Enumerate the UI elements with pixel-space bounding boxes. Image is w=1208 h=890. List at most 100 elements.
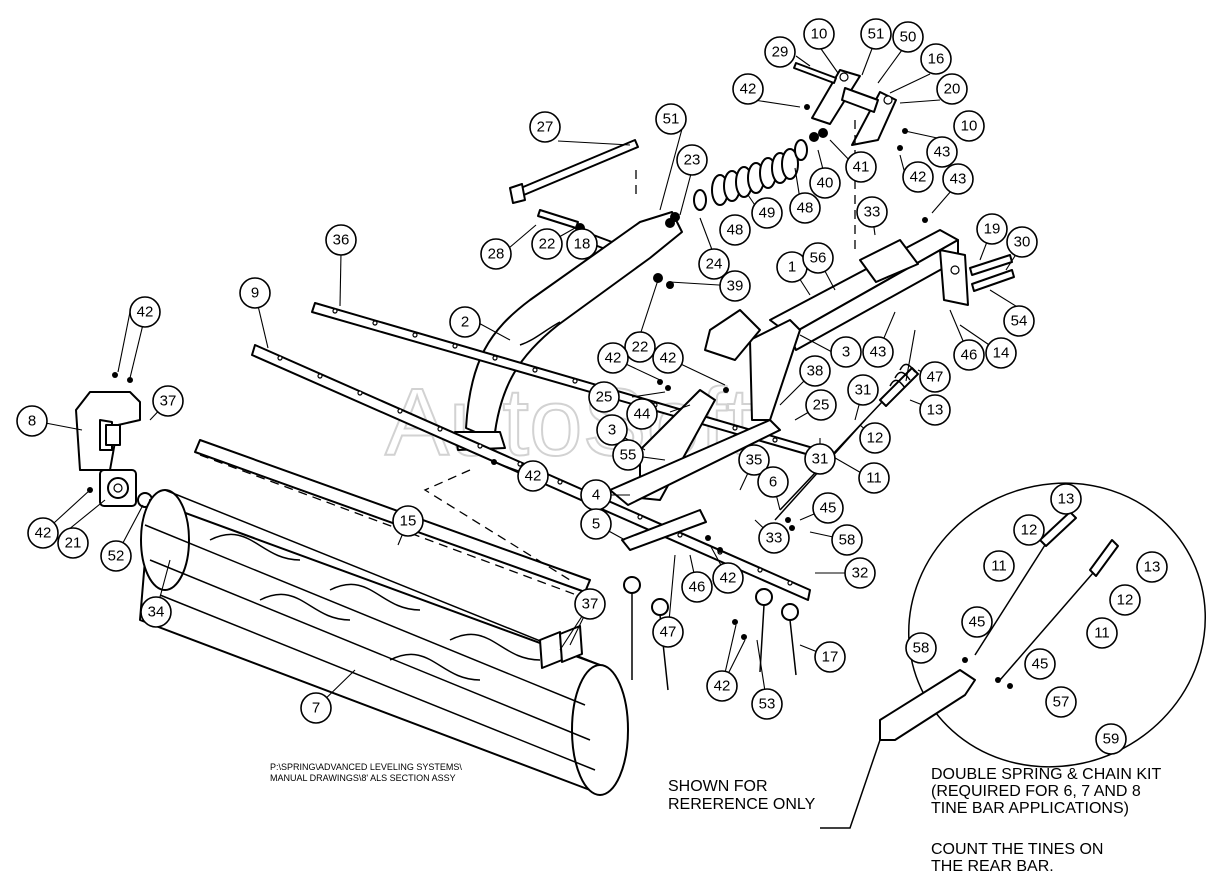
callout-9: 9: [239, 277, 271, 309]
callout-22-b: 22: [624, 331, 656, 363]
reference-note: SHOWN FOR RERERENCE ONLY: [668, 778, 816, 813]
callout-19: 19: [976, 213, 1008, 245]
callout-label: 18: [574, 236, 591, 253]
callout-58: 58: [831, 524, 863, 556]
callout-27: 27: [529, 111, 561, 143]
callout-45-c: 45: [1024, 648, 1056, 680]
callout-55: 55: [612, 439, 644, 471]
callout-51-b: 51: [655, 103, 687, 135]
callout-44: 44: [626, 398, 658, 430]
callout-label: 25: [813, 397, 830, 414]
callout-31-b: 31: [804, 443, 836, 475]
callout-label: 33: [766, 530, 783, 547]
callout-43-c: 43: [862, 336, 894, 368]
callout-label: 42: [660, 350, 677, 367]
callout-42-i: 42: [706, 670, 738, 702]
callout-label: 43: [934, 144, 951, 161]
fasteners: [87, 104, 1013, 689]
callout-label: 3: [842, 344, 850, 361]
callout-label: 1: [788, 259, 796, 276]
callout-label: 37: [582, 596, 599, 613]
callout-12-c: 12: [1109, 584, 1141, 616]
callout-11-b: 11: [983, 550, 1015, 582]
part-8-end-plate: [75, 391, 141, 471]
callout-3: 3: [830, 336, 862, 368]
drawing-artwork: AutoSoft: [34, 45, 1207, 829]
callout-3-b: 3: [596, 414, 628, 446]
callout-4: 4: [580, 479, 612, 511]
callout-label: 47: [660, 624, 677, 641]
callout-label: 21: [65, 535, 82, 552]
callout-label: 42: [137, 304, 154, 321]
callout-13-b: 13: [1050, 483, 1082, 515]
callout-7: 7: [300, 692, 332, 724]
callout-17: 17: [814, 641, 846, 673]
callout-47-b: 47: [652, 616, 684, 648]
callout-42-h: 42: [712, 562, 744, 594]
callout-label: 37: [160, 393, 177, 410]
callout-label: 22: [539, 236, 556, 253]
callout-48: 48: [789, 192, 821, 224]
part-48-washer: [693, 189, 707, 211]
callout-30: 30: [1006, 226, 1038, 258]
callout-49: 49: [751, 197, 783, 229]
callout-46: 46: [953, 339, 985, 371]
callout-label: 9: [251, 285, 259, 302]
callout-label: 57: [1053, 694, 1070, 711]
count-note: COUNT THE TINES ON THE REAR BAR.: [931, 841, 1104, 875]
callout-47: 47: [919, 361, 951, 393]
callout-33: 33: [856, 196, 888, 228]
callout-10: 10: [803, 18, 835, 50]
callout-label: 15: [400, 513, 417, 530]
callout-40: 40: [809, 167, 841, 199]
callout-label: 42: [525, 468, 542, 485]
callout-29: 29: [764, 36, 796, 68]
callout-22: 22: [531, 228, 563, 260]
callout-label: 58: [913, 640, 930, 657]
part-49-spring: [711, 148, 799, 206]
callout-48-b: 48: [719, 214, 751, 246]
callout-34: 34: [140, 596, 172, 628]
callout-label: 10: [961, 118, 978, 135]
callout-28: 28: [480, 238, 512, 270]
callout-56: 56: [802, 242, 834, 274]
callout-label: 34: [148, 604, 165, 621]
callout-42: 42: [732, 73, 764, 105]
callout-25-b: 25: [805, 389, 837, 421]
callout-5: 5: [580, 508, 612, 540]
callout-15: 15: [392, 505, 424, 537]
part-7-reel: [139, 489, 629, 796]
callout-2: 2: [449, 306, 481, 338]
callout-label: 35: [746, 452, 763, 469]
callout-12: 12: [859, 422, 891, 454]
callout-label: 45: [820, 500, 837, 517]
callout-label: 58: [839, 532, 856, 549]
assembly-guide-lines: [199, 120, 856, 601]
callout-label: 47: [927, 369, 944, 386]
callout-label: 43: [870, 344, 887, 361]
callout-label: 50: [900, 29, 917, 46]
callout-35: 35: [738, 444, 770, 476]
callout-label: 17: [822, 649, 839, 666]
callout-label: 25: [596, 389, 613, 406]
callout-8: 8: [16, 405, 48, 437]
callout-46-b: 46: [681, 571, 713, 603]
callout-42-g: 42: [27, 517, 59, 549]
callout-51: 51: [860, 18, 892, 50]
callout-43: 43: [926, 136, 958, 168]
callout-label: 32: [852, 565, 869, 582]
callout-21: 21: [57, 527, 89, 559]
callout-13: 13: [919, 394, 951, 426]
callout-label: 23: [684, 152, 701, 169]
callout-10-b: 10: [953, 110, 985, 142]
callout-label: 13: [1144, 559, 1161, 576]
callout-52: 52: [100, 540, 132, 572]
callout-label: 42: [720, 570, 737, 587]
callout-label: 42: [740, 81, 757, 98]
callout-label: 48: [797, 200, 814, 217]
callout-label: 13: [927, 402, 944, 419]
callout-42-b: 42: [902, 161, 934, 193]
callout-label: 49: [759, 205, 776, 222]
callout-label: 38: [807, 363, 824, 380]
callout-label: 42: [714, 678, 731, 695]
